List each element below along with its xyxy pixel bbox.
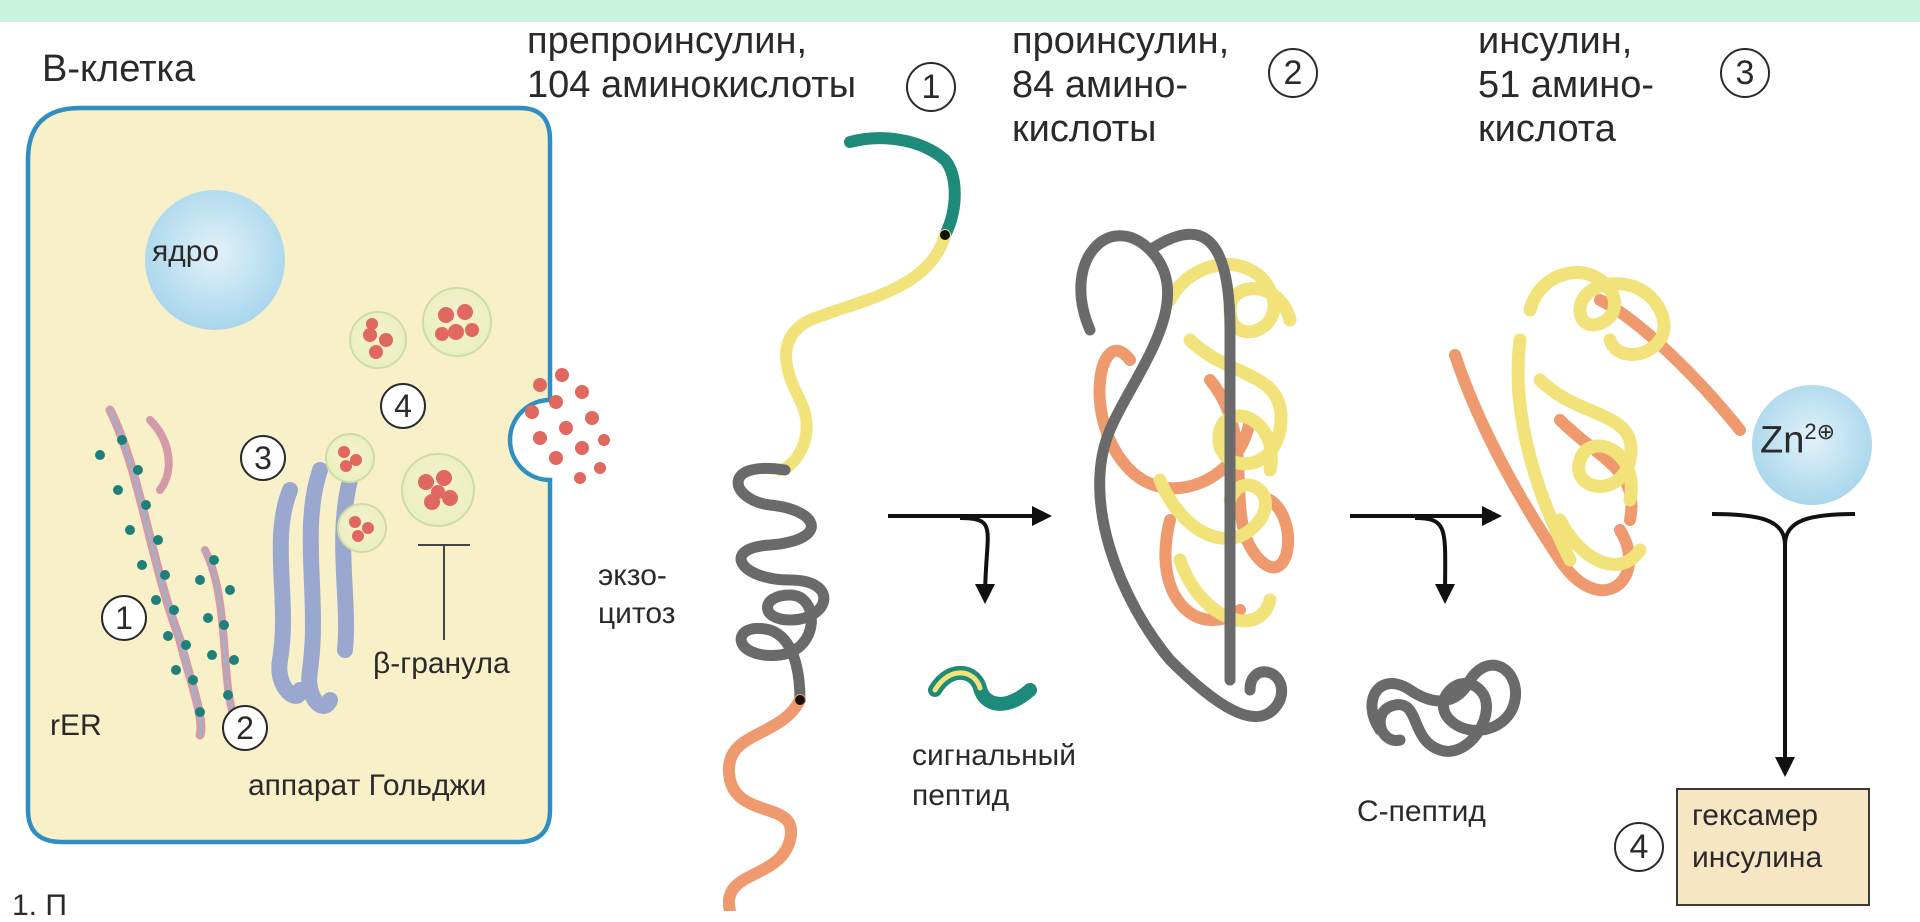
caption-cut-text: 1. П [12,890,67,922]
proinsulin-structure [1081,234,1290,716]
golgi-label: аппарат Гольджи [248,770,486,802]
arrow-step-1 [888,516,1048,600]
signal-peptide-segment [850,138,955,235]
path-step-4: 4 [1614,822,1664,872]
insulin-label-line1: инсулин, [1478,22,1632,62]
granule [423,288,491,356]
zinc-label: Zn2⊕ [1760,420,1835,462]
proinsulin-label-line2: 84 амино- [1012,66,1188,106]
exocytosis-vesicle-contents [525,368,610,484]
insulin-structure [1455,273,1740,591]
b-cell [28,108,550,842]
granule [326,434,374,482]
path-step-1: 1 [906,62,956,112]
cell-step-4: 4 [380,383,426,429]
cell-step-3: 3 [240,435,286,481]
signal-peptide-label-line2: пептид [912,780,1009,812]
cleavage-site [795,695,805,705]
path-step-2: 2 [1268,48,1318,98]
cell-step-2: 2 [222,705,268,751]
c-peptide-label: С-пептид [1357,796,1486,828]
rer-label: rER [50,710,102,742]
hexamer-box: гексамер инсулина [1676,788,1870,906]
hexamer-label-line1: гексамер [1692,800,1868,832]
granule [350,312,406,368]
c-peptide-fragment [1372,665,1516,751]
hexamer-label-line2: инсулина [1692,842,1868,874]
cleavage-site [940,230,950,240]
exocytosis-label-line1: экзо- [598,560,667,592]
granule [338,504,386,552]
nucleus-label: ядро [152,236,219,268]
insulin-label-line2: 51 амино- [1478,66,1654,106]
a-chain-segment [780,235,945,470]
b-chain-segment [729,700,800,911]
insulin-label-line3: кислота [1478,110,1616,150]
cell-title: В-клетка [42,50,195,90]
beta-granule-label: β-гранула [373,648,510,680]
signal-peptide-label-line1: сигнальный [912,740,1076,772]
zinc-symbol: Zn [1760,420,1804,462]
zinc-charge: 2⊕ [1804,419,1835,444]
arrow-step-2 [1350,516,1498,600]
arrow-hexamer-formation [1712,514,1855,773]
preproinsulin-label-line1: препроинсулин, [527,22,807,62]
preproinsulin-label-line2: 104 аминокислоты [527,66,856,106]
proinsulin-label-line1: проинсулин, [1012,22,1229,62]
exocytosis-label-line2: цитоз [598,598,675,630]
proinsulin-label-line3: кислоты [1012,110,1156,150]
granule [402,454,474,526]
c-peptide-segment [738,468,824,700]
path-step-3: 3 [1720,48,1770,98]
cell-step-1: 1 [101,595,147,641]
